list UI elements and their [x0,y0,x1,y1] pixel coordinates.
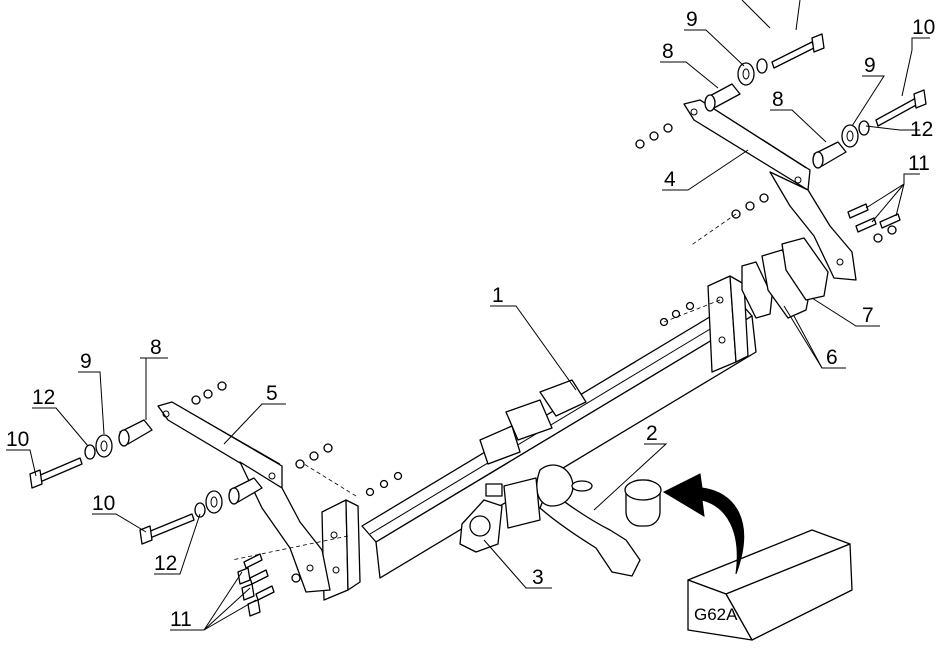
callout-1: 1 [492,284,504,307]
callout-5: 5 [266,382,278,405]
tow-ball-arm [536,464,662,577]
callout-8-left: 8 [150,336,162,359]
long-bolts [29,33,927,545]
cross-beam [321,275,757,601]
spacer-plates [741,237,829,319]
callout-10-left-bottom: 10 [92,492,115,515]
callout-12-right: 12 [910,118,933,141]
left-side-bracket [157,401,331,593]
insertion-arrow [662,473,745,575]
callout-9-top: 9 [686,8,698,31]
callout-7: 7 [862,304,874,327]
assembly-lines [231,213,737,561]
callout-10-left-top: 10 [6,428,29,451]
callout-10-right: 10 [912,16,935,39]
electrical-kit: G62A [687,529,853,641]
callout-11-left: 11 [170,608,192,631]
callout-9-left: 9 [80,350,92,373]
callout-4: 4 [664,168,676,191]
callout-3: 3 [532,566,544,589]
callout-11-right: 11 [908,152,930,175]
socket-plate [459,477,541,553]
callout-8-right: 8 [772,88,784,111]
spacer-tubes [118,83,847,505]
electrical-kit-label: G62A [694,605,738,624]
right-side-bracket [683,99,857,281]
callout-2: 2 [646,422,658,445]
washers [84,58,870,518]
callout-leaders [6,0,930,631]
callout-9-right: 9 [864,54,876,77]
callout-12-left-top: 12 [32,386,55,409]
callout-12-left-bottom: 12 [154,552,177,575]
callout-labels: 1 2 3 4 5 6 7 8 8 8 9 9 9 10 10 10 11 11… [6,8,935,631]
callout-6: 6 [826,346,838,369]
callout-8-top: 8 [662,40,674,63]
